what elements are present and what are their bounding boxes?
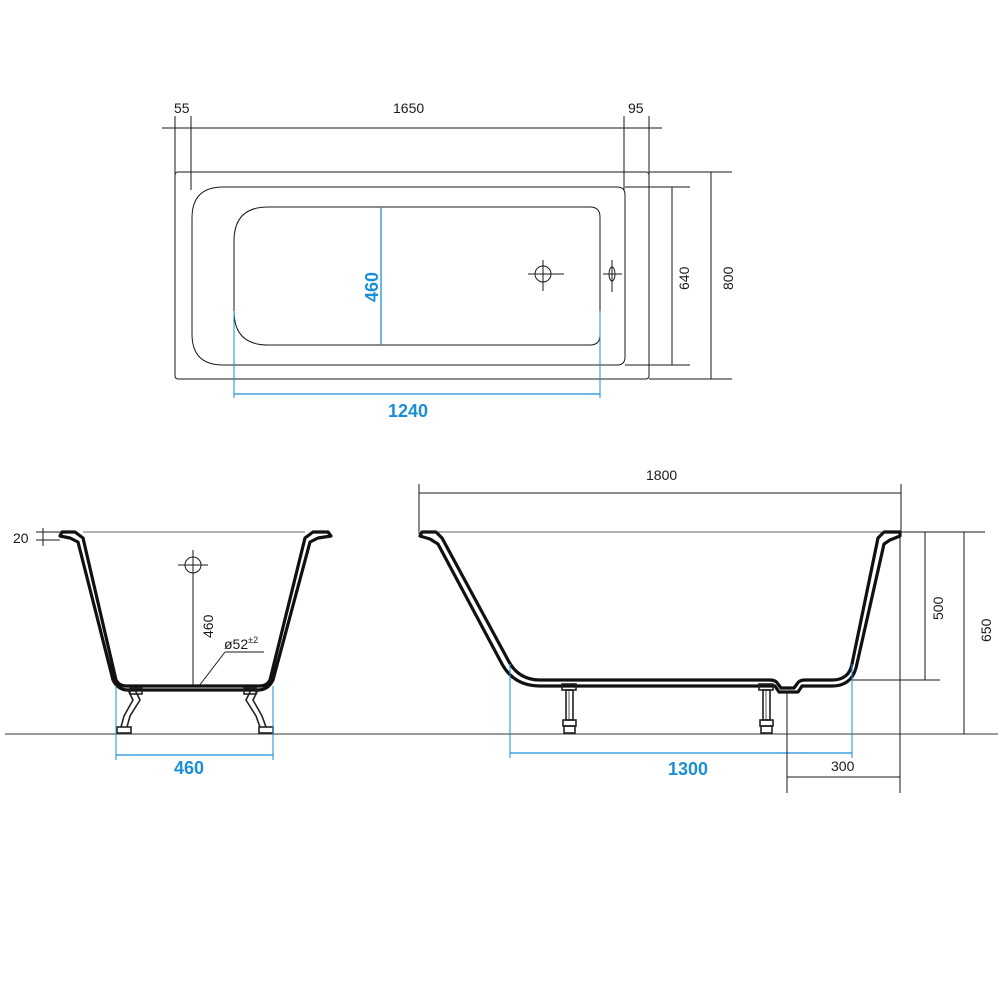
side-view-leg-right	[758, 683, 774, 734]
side-view-shell	[418, 530, 902, 694]
top-view: 55 1650 95 640 800 460 1240	[162, 100, 736, 421]
end-view-leg-right	[243, 687, 274, 734]
drain-diameter-label: ø52±2	[224, 635, 258, 652]
dim-label-650: 650	[978, 618, 994, 642]
side-view: 1800 500 650 1300 300	[418, 467, 994, 793]
dim-label-95: 95	[628, 100, 644, 116]
dim-label-300: 300	[831, 758, 855, 774]
dim-label-500: 500	[930, 596, 946, 620]
dim-label-blue-1240: 1240	[388, 401, 428, 421]
dim-label-blue-460-top: 460	[362, 272, 382, 302]
dim-label-blue-1300: 1300	[668, 759, 708, 779]
dim-label-1800: 1800	[646, 467, 677, 483]
top-view-bottom-outline	[233, 206, 601, 346]
dim-label-20: 20	[13, 530, 29, 546]
side-view-leg-left	[561, 683, 577, 734]
dim-label-800: 800	[720, 266, 736, 290]
overflow-symbol-top	[603, 260, 622, 292]
dim-label-460-depth: 460	[200, 614, 216, 638]
dim-label-640: 640	[676, 266, 692, 290]
top-view-outer-rim	[174, 171, 650, 380]
end-view-leg-left	[116, 687, 143, 734]
overflow-symbol-end	[178, 550, 208, 580]
dim-label-55: 55	[174, 100, 190, 116]
end-view-shell	[58, 530, 333, 692]
drain-symbol-top	[528, 260, 564, 291]
end-view: 460 ø52±2 20 460	[13, 528, 333, 778]
top-view-basin-outline	[191, 186, 626, 366]
dim-label-blue-460-end: 460	[174, 758, 204, 778]
dim-label-1650: 1650	[393, 100, 424, 116]
